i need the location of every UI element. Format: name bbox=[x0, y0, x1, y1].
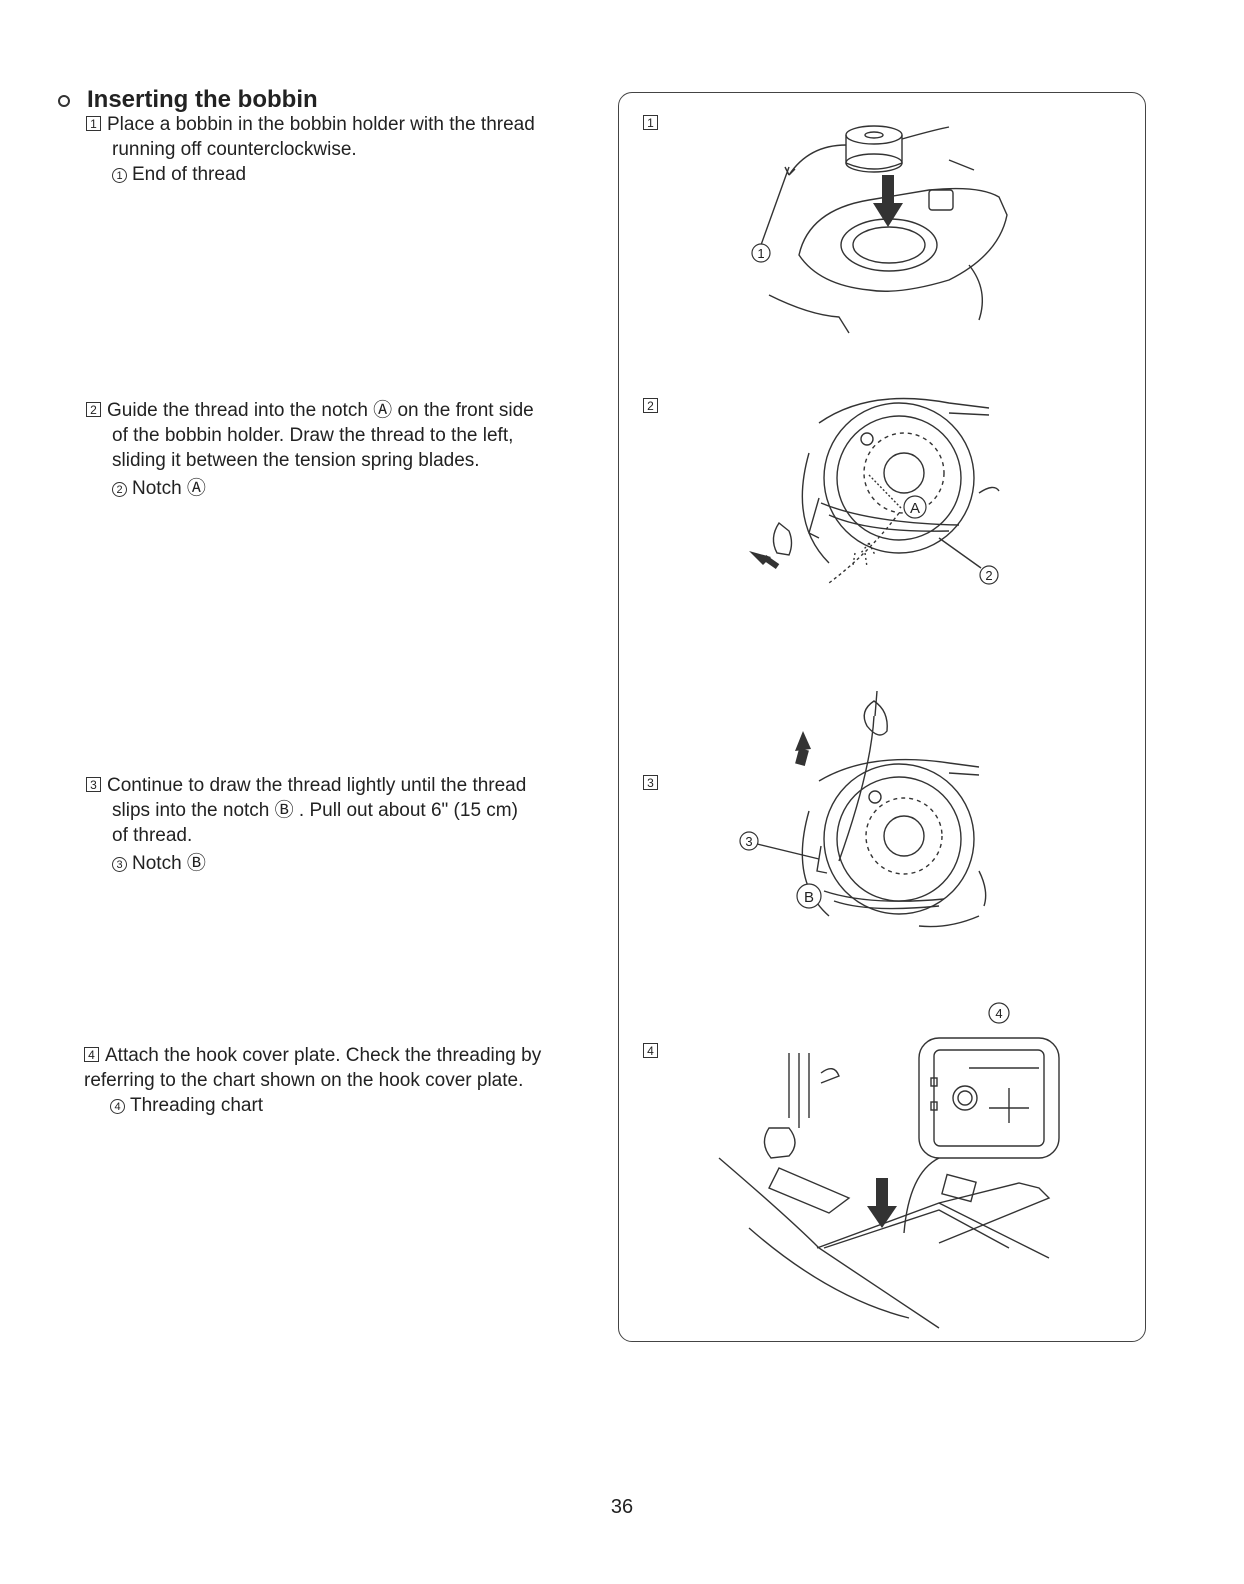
bullet-icon bbox=[58, 95, 70, 107]
step-number-badge: 2 bbox=[86, 402, 101, 417]
section-title: Inserting the bobbin bbox=[87, 86, 318, 113]
figure-number-badge: 2 bbox=[643, 398, 658, 413]
step-text: Attach the hook cover plate. Check the t… bbox=[105, 1045, 542, 1066]
hook-cover-plate-illustration: 4 bbox=[718, 1002, 1060, 1329]
step-text: Place a bobbin in the bobbin holder with… bbox=[107, 114, 535, 135]
callout-circle bbox=[751, 243, 771, 263]
step-3: 3 Continue to draw the thread lightly unt… bbox=[86, 773, 586, 876]
page-number: 36 bbox=[610, 1496, 634, 1518]
figure-callout-1: 1 bbox=[757, 246, 764, 261]
figure-number-badge: 4 bbox=[643, 1043, 658, 1058]
step-4: 4 Attach the hook cover plate. Check the … bbox=[84, 1043, 604, 1118]
step-text: of thread. bbox=[112, 825, 193, 846]
notch-a-illustration: A 2 bbox=[749, 397, 1000, 585]
bobbin-drop-illustration: 1 bbox=[751, 125, 1008, 334]
step-text: of the bobbin holder. Draw the thread to… bbox=[112, 425, 514, 446]
figure-callout-3: 3 bbox=[745, 834, 752, 849]
step-number-badge: 1 bbox=[86, 116, 101, 131]
figure-number-badge: 1 bbox=[643, 115, 658, 130]
callout-number: 2 bbox=[112, 482, 127, 497]
figure-panel: 1 1 2 bbox=[618, 92, 1146, 1342]
notch-b-illustration: 3 B bbox=[739, 690, 987, 928]
step-1: 1 Place a bobbin in the bobbin holder wit… bbox=[86, 112, 586, 187]
step-text: slips into the notch Ⓑ . Pull out about … bbox=[112, 800, 518, 821]
notch-b-letter: B bbox=[804, 889, 814, 906]
step-text: referring to the chart shown on the hook… bbox=[84, 1070, 524, 1091]
callout-label: Notch Ⓐ bbox=[132, 478, 206, 499]
callout-label: Threading chart bbox=[130, 1095, 264, 1116]
callout-label: End of thread bbox=[132, 164, 247, 185]
callout-number: 3 bbox=[112, 857, 127, 872]
callout-label: Notch Ⓑ bbox=[132, 853, 206, 874]
step-text: Continue to draw the thread lightly unti… bbox=[107, 775, 527, 796]
step-text: sliding it between the tension spring bl… bbox=[112, 450, 480, 471]
figure-callout-4: 4 bbox=[995, 1006, 1002, 1021]
figure-number-badge: 3 bbox=[643, 775, 658, 790]
step-text: running off counterclockwise. bbox=[112, 139, 357, 160]
callout-number: 1 bbox=[112, 168, 127, 183]
step-text: Guide the thread into the notch Ⓐ on the… bbox=[107, 400, 534, 421]
notch-a-letter: A bbox=[910, 500, 920, 517]
step-number-badge: 4 bbox=[84, 1047, 99, 1062]
callout-number: 4 bbox=[110, 1099, 125, 1114]
step-number-badge: 3 bbox=[86, 777, 101, 792]
step-2: 2 Guide the thread into the notch Ⓐ on th… bbox=[86, 398, 586, 501]
figure-callout-2: 2 bbox=[985, 568, 992, 583]
